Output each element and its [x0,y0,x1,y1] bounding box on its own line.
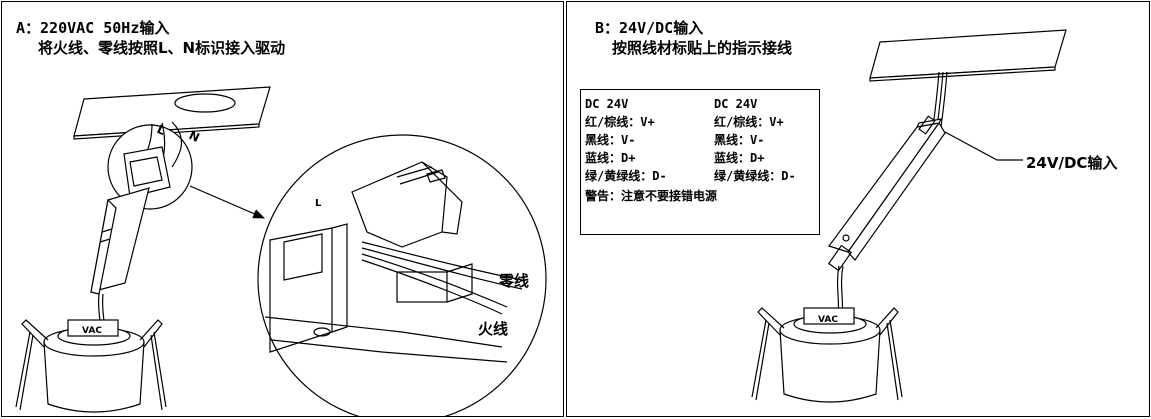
stamp-l-detail: L [315,198,322,209]
callout-dc-input: 24V/DC输入 [1026,154,1118,172]
wiring-left-4: 绿/黄绿线：D- [585,169,667,183]
dc-wiring-illustration: VAC [751,29,1067,403]
label-neutral: 零线 [499,272,530,290]
downlight-b [751,307,903,403]
wiring-left-3: 蓝线：D+ [585,151,636,165]
wiring-warning: 警告：注意不要接错电源 [585,189,718,203]
wiring-left-0: DC 24V [585,97,629,111]
panel-b: B：24V/DC输入 按照线材标贴上的指示接线 DC 24V 红/棕线：V+ 黑… [566,1,1150,417]
panel-a: A：220VAC 50Hz输入 将火线、零线按照L、N标识接入驱动 [1,1,564,417]
label-live: 火线 [478,320,509,338]
wiring-right-1: 红/棕线：V+ [714,115,784,129]
wiring-left-2: 黑线：V- [585,133,636,147]
wiring-table: DC 24V 红/棕线：V+ 黑线：V- 蓝线：D+ 绿/黄绿线：D- DC 2… [580,89,820,235]
panel-a-title: A：220VAC 50Hz输入 [16,19,170,37]
wiring-right-2: 黑线：V- [714,133,765,147]
panel-b-title: B：24V/DC输入 [595,19,704,37]
zoom-arrow [189,185,266,219]
downlight-b-mark: VAC [818,315,838,325]
driver-box-b [827,115,946,272]
plate-hole [174,93,236,113]
panel-a-subtitle: 将火线、零线按照L、N标识接入驱动 [38,39,286,57]
wiring-right-0: DC 24V [714,97,758,111]
wiring-right-3: 蓝线：D+ [714,151,765,165]
downlight-a [15,319,167,413]
wiring-left-1: 红/棕线：V+ [585,115,655,129]
downlight-a-mark: VAC [82,326,102,336]
panel-b-subtitle: 按照线材标贴上的指示接线 [612,39,793,57]
ac-wiring-illustration: L N L VAC [15,86,547,416]
wiring-right-4: 绿/黄绿线：D- [714,169,796,183]
